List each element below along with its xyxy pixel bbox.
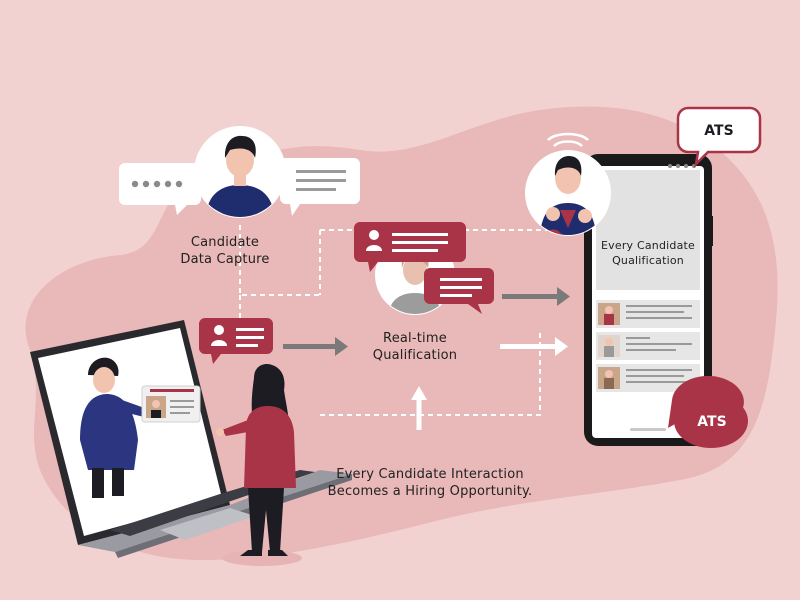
message-bubble <box>280 158 360 216</box>
data-capture-line-1: Candidate <box>190 235 260 250</box>
profile-card-top <box>354 222 466 272</box>
profile-card-left <box>199 318 273 364</box>
phone-list <box>596 300 700 392</box>
phone <box>584 154 713 446</box>
arrows <box>283 287 570 430</box>
phone-title-label: Every Candidate Qualification <box>598 238 698 268</box>
ats-label-top: ATS <box>704 123 733 139</box>
group-avatar <box>525 132 611 236</box>
ats-bubble-top: ATS <box>676 106 762 168</box>
interaction-label: Every Candidate Interaction Becomes a Hi… <box>310 466 550 500</box>
qualification-line-1: Real-time <box>383 331 447 346</box>
qualification-label: Real-time Qualification <box>350 330 480 364</box>
qualification-line-2: Qualification <box>372 348 458 363</box>
data-capture-label: Candidate Data Capture <box>160 234 290 268</box>
typing-bubble <box>119 163 201 215</box>
ats-label-bottom: ATS <box>697 414 726 430</box>
phone-title-line-2: Qualification <box>612 254 684 267</box>
interaction-line-2: Becomes a Hiring Opportunity. <box>327 484 533 499</box>
data-capture-line-2: Data Capture <box>180 252 270 267</box>
chat-card-bottom <box>424 268 494 314</box>
woman-figure <box>216 364 302 566</box>
phone-title-line-1: Every Candidate <box>601 239 695 252</box>
interaction-line-1: Every Candidate Interaction <box>336 467 524 482</box>
ats-bubble-bottom: ATS <box>668 375 748 448</box>
